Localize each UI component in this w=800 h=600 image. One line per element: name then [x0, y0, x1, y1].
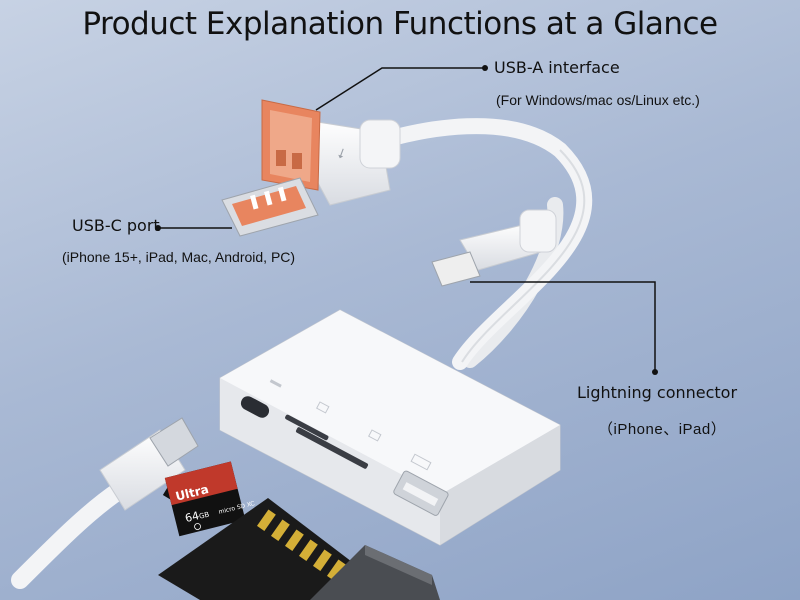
sd-slot: [295, 427, 369, 469]
usb-a-plug-orange: [261, 99, 321, 191]
usb-c-callout-dot: [155, 225, 161, 231]
usb-a-port: [393, 470, 449, 516]
microsd-slot: [285, 414, 329, 441]
callout-lines: [158, 67, 656, 372]
usb-c-port: [240, 396, 270, 418]
lightning-label: Lightning connector: [577, 383, 738, 402]
usb-a-label: USB-A interface: [494, 58, 620, 77]
usb-a-callout-line: [315, 67, 485, 111]
usb-flash-drive: [310, 545, 440, 600]
sd-card: [158, 498, 360, 600]
usb-c-cable: [11, 417, 199, 589]
usb-c-label: USB-C port: [72, 216, 160, 235]
usb-combo-plug: ⭠: [221, 99, 401, 237]
microsd-class-mark: [194, 523, 201, 530]
usb-c-plug-metal: [221, 177, 319, 237]
adapter-hub-body: [219, 309, 561, 546]
lightning-detail: （iPhone、iPad）: [598, 421, 727, 438]
svg-text:⭠: ⭠: [332, 145, 351, 161]
lightning-callout-line: [470, 281, 656, 372]
lightning-plug: [431, 209, 557, 287]
usb-a-callout-dot: [482, 65, 488, 71]
lightning-callout-dot: [652, 369, 658, 375]
microsd-capacity: 64GB: [184, 507, 211, 526]
usb-c-detail: (iPhone 15+, iPad, Mac, Android, PC): [62, 249, 296, 265]
page-title: Product Explanation Functions at a Glanc…: [82, 6, 718, 42]
usb-a-detail: (For Windows/mac os/Linux etc.): [496, 92, 700, 108]
